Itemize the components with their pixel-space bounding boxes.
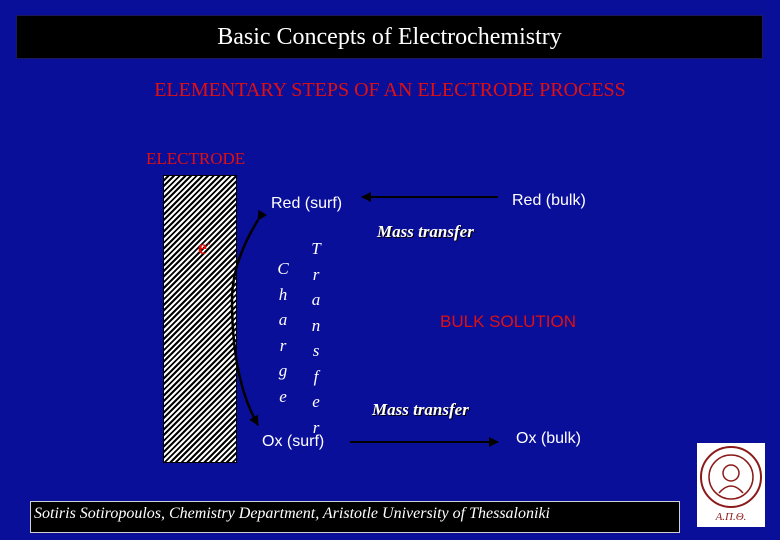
transfer-vertical-text: T r a n s f e r	[308, 236, 324, 440]
transfer-letter: s	[312, 341, 320, 360]
footer-credit: Sotiris Sotiropoulos, Chemistry Departme…	[34, 505, 550, 522]
ox-bulk-label: Ox (bulk)	[516, 430, 581, 447]
charge-vertical-text: C h a r g e	[275, 256, 291, 409]
charge-transfer-arrow-up	[230, 209, 267, 301]
transfer-letter: T	[311, 239, 321, 258]
seal-emblem-icon	[700, 446, 762, 508]
electron-charge: -	[206, 237, 211, 250]
charge-letter: a	[278, 310, 288, 329]
charge-letter: h	[278, 284, 288, 304]
charge-letter: C	[277, 259, 289, 278]
title-bar: Basic Concepts of Electrochemistry	[16, 15, 763, 59]
university-seal	[697, 443, 765, 527]
transfer-letter: r	[312, 417, 320, 437]
transfer-letter: n	[311, 315, 321, 335]
transfer-letter: r	[312, 264, 320, 284]
electron-label: e-	[198, 237, 211, 260]
slide-heading: ELEMENTARY STEPS OF AN ELECTRODE PROCESS	[154, 79, 626, 101]
transfer-letter: a	[311, 290, 321, 309]
mass-transfer-bottom-label: Mass transfer	[372, 400, 469, 419]
charge-letter: g	[278, 361, 288, 380]
charge-letter: r	[279, 335, 287, 355]
transfer-letter: e	[312, 392, 320, 411]
footer-bar	[30, 501, 680, 533]
seal-caption: Α.Π.Θ.	[715, 511, 747, 523]
mass-transfer-top-label: Mass transfer	[377, 222, 474, 241]
slide-title: Basic Concepts of Electrochemistry	[217, 23, 562, 50]
transfer-letter: f	[313, 366, 319, 386]
red-bulk-label: Red (bulk)	[512, 192, 586, 209]
electrode-label: ELECTRODE	[146, 149, 246, 168]
ox-surf-label: Ox (surf)	[262, 433, 325, 450]
charge-letter: e	[279, 386, 287, 406]
bulk-solution-label: BULK SOLUTION	[440, 312, 577, 331]
red-surf-label: Red (surf)	[271, 195, 343, 212]
electron-symbol: e	[198, 237, 207, 259]
charge-transfer-arrow-down	[230, 299, 260, 426]
electrode-hatched-plate	[163, 175, 237, 463]
